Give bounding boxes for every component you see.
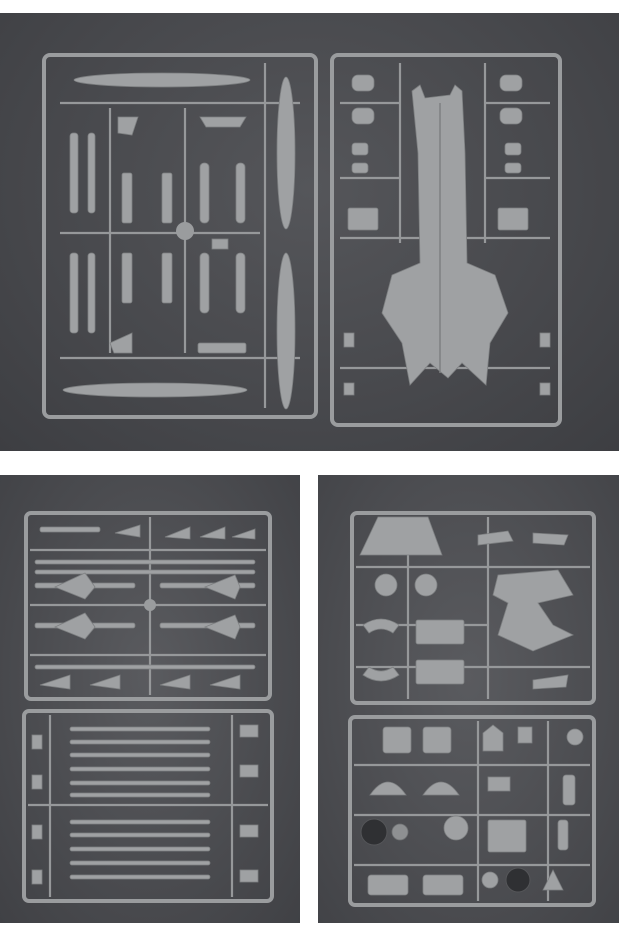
engine-sprue-lower [348,715,596,907]
photo-top-sprues [0,13,619,451]
intake-parts-upper [359,516,574,690]
photo-bottom-right-engine-sprues [318,475,619,923]
sprue-illustration-bottom-right [348,511,596,907]
small-parts-right-sprue [343,74,551,396]
drop-tank-part [73,72,251,88]
photo-bottom-left-weapons-sprues [0,475,300,923]
engine-parts-lower [360,724,584,896]
drop-tank-part [62,382,248,398]
sprue-illustration-bottom-left [22,511,274,903]
drop-tank-part [276,252,296,410]
drop-tank-part [276,76,296,230]
missile-sprue-lower [22,709,274,903]
left-sprue-frame [42,53,318,419]
missile-sprue-upper [24,511,272,701]
fuselage-part [381,84,509,386]
sprue-illustration-top [42,53,562,427]
missile-parts-upper [34,524,256,690]
missile-parts-lower [31,724,259,885]
small-parts-left-sprue [69,116,247,354]
